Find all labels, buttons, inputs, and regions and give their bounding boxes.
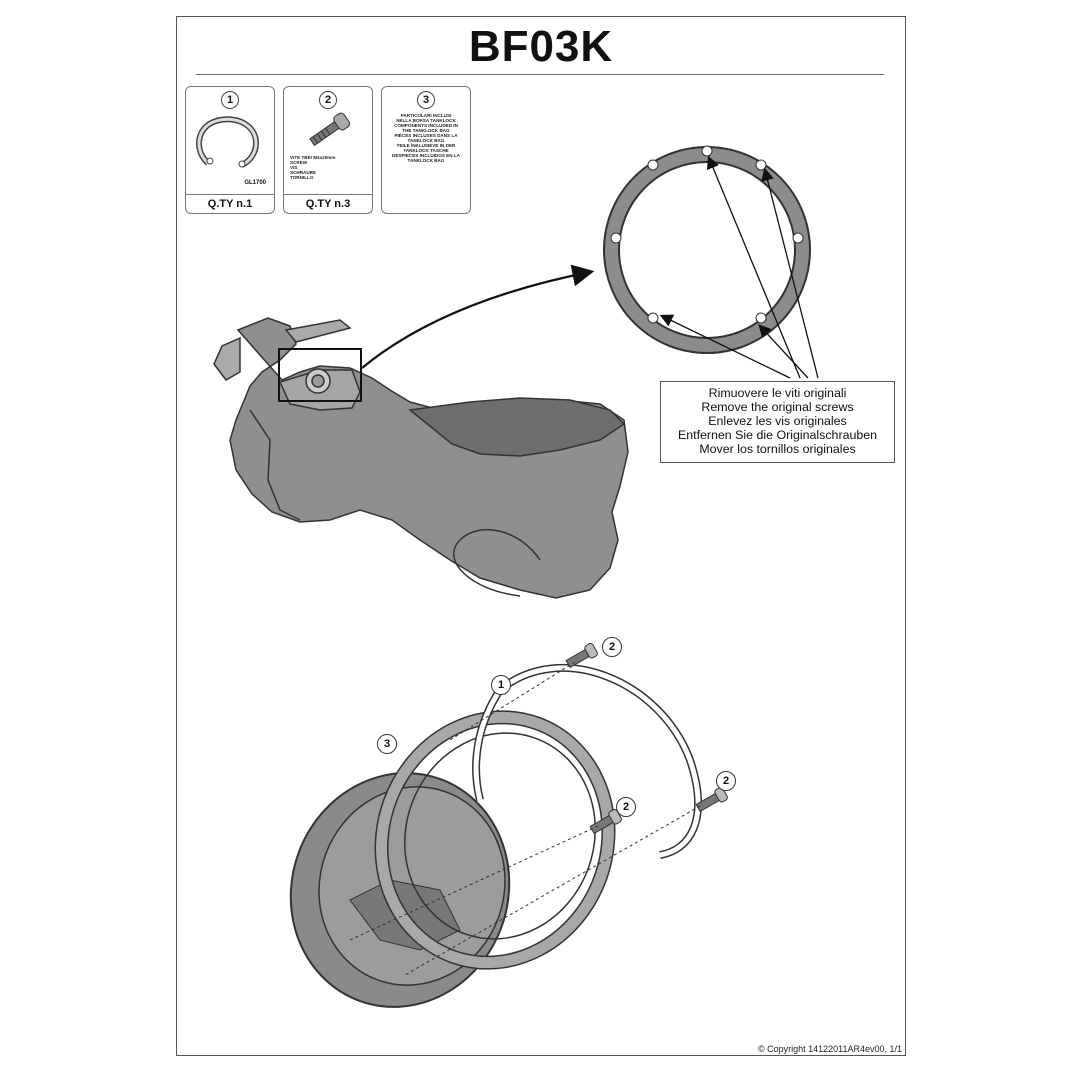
screw-icon	[309, 112, 351, 147]
part-number-2: 2	[319, 91, 337, 109]
title-divider	[196, 74, 884, 75]
part-3-description: PARTICOLARI INCLUSI NELLA BORSA TANKLOCK…	[392, 113, 460, 163]
part-code: GL1700	[244, 180, 266, 186]
label-screw-middle: 2	[616, 797, 636, 817]
part-qty-1: Q.TY n.1	[186, 194, 274, 213]
part-box-3: 3 PARTICOLARI INCLUSI NELLA BORSA TANKLO…	[381, 86, 471, 214]
motorcycle-drawing	[213, 317, 629, 599]
part-qty-2: Q.TY n.3	[284, 194, 372, 213]
flange-ring-icon	[196, 116, 260, 168]
label-screw-top: 2	[602, 637, 622, 657]
page-title: BF03K	[468, 22, 614, 71]
part-number-3: 3	[417, 91, 435, 109]
label-flange-ring: 1	[491, 675, 511, 695]
part-box-2: 2 VITE TBEI M4x20mm SCREW VIS SCHRAUBE T…	[283, 86, 373, 214]
exploded-assembly	[289, 643, 728, 1008]
part-number-1: 1	[221, 91, 239, 109]
fuel-cap-ring-diagram	[603, 145, 811, 354]
label-screw-right: 2	[716, 771, 736, 791]
copyright-notice: © Copyright 14122011AR4ev00, 1/1	[757, 1044, 902, 1054]
part-2-description: VITE TBEI M4x20mm SCREW VIS SCHRAUBE TOR…	[290, 155, 336, 180]
label-tanklock-ring: 3	[377, 734, 397, 754]
part-box-1: 1 GL1700 Q.TY n.1	[185, 86, 275, 214]
remove-screws-callout: Rimuovere le viti originali Remove the o…	[660, 381, 895, 463]
